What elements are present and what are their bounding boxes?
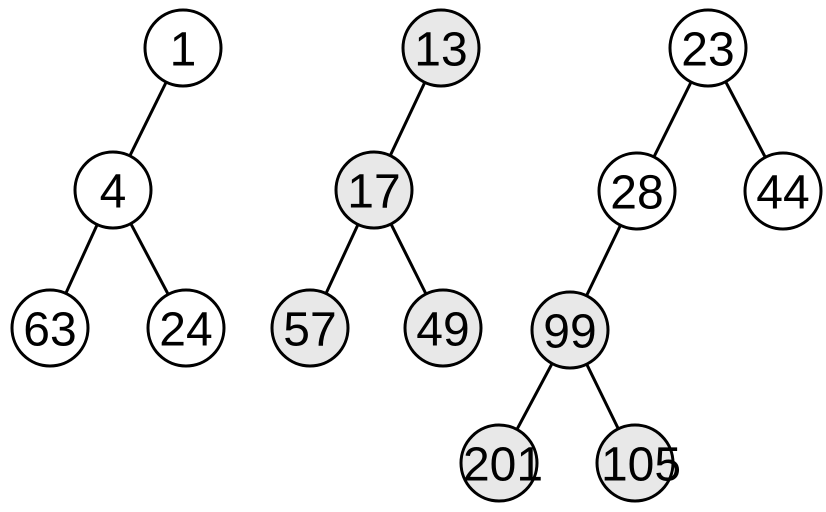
tree-node-label-49: 49 [416, 303, 469, 356]
tree-node-circle-23 [668, 8, 748, 88]
tree-node-label-23: 23 [681, 23, 734, 76]
tree-node-circle-28 [597, 151, 677, 231]
tree-node-57: 57 [270, 288, 350, 368]
tree-node-13: 13 [401, 8, 481, 88]
tree-node-circle-63 [10, 288, 90, 368]
tree-node-circle-13 [401, 8, 481, 88]
tree-node-1: 1 [143, 8, 223, 88]
tree-node-circle-44 [743, 151, 823, 231]
tree-node-label-57: 57 [283, 303, 336, 356]
tree-node-circle-99 [530, 290, 610, 370]
tree-node-circle-49 [403, 288, 483, 368]
tree-node-105: 105 [595, 423, 681, 503]
tree-node-circle-201 [459, 423, 539, 503]
tree-node-28: 28 [597, 151, 677, 231]
tree-node-circle-105 [595, 423, 675, 503]
tree-node-circle-1 [143, 8, 223, 88]
tree-node-label-63: 63 [23, 303, 76, 356]
tree-node-label-99: 99 [543, 305, 596, 358]
tree-1: 1 4 63 24 [10, 8, 226, 368]
tree-node-circle-24 [146, 288, 226, 368]
tree-node-label-4: 4 [100, 165, 127, 218]
tree-node-label-1: 1 [170, 23, 197, 76]
tree-node-label-28: 28 [610, 166, 663, 219]
tree-node-23: 23 [668, 8, 748, 88]
tree-node-17: 17 [334, 150, 414, 230]
tree-node-label-201: 201 [463, 438, 543, 491]
tree-node-circle-4 [73, 150, 153, 230]
tree-2: 13 17 57 49 [270, 8, 483, 368]
tree-node-24: 24 [146, 288, 226, 368]
tree-node-label-24: 24 [159, 303, 212, 356]
tree-node-99: 99 [530, 290, 610, 370]
tree-node-label-44: 44 [756, 166, 809, 219]
tree-node-label-17: 17 [347, 165, 400, 218]
tree-node-4: 4 [73, 150, 153, 230]
tree-node-201: 201 [459, 423, 543, 503]
tree-node-49: 49 [403, 288, 483, 368]
tree-node-circle-57 [270, 288, 350, 368]
tree-node-label-13: 13 [414, 23, 467, 76]
tree-3: 23 28 44 99 201 105 [459, 8, 823, 503]
tree-node-circle-17 [334, 150, 414, 230]
tree-node-44: 44 [743, 151, 823, 231]
tree-node-label-105: 105 [601, 438, 681, 491]
tree-node-63: 63 [10, 288, 90, 368]
